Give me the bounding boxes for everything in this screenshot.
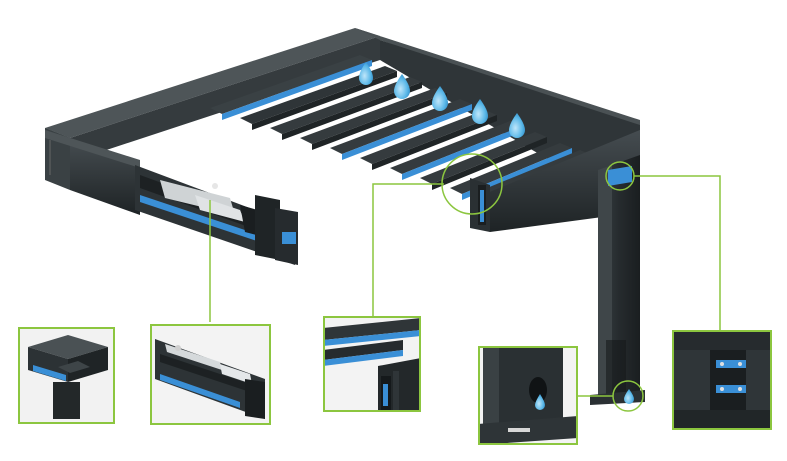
callout-inset-drain-outlet (478, 346, 578, 445)
callout-inset-gutter-profile (323, 316, 421, 412)
drain-outlet-detail (478, 346, 578, 445)
callout-inset-actuator (150, 324, 271, 425)
water-drops (359, 62, 525, 138)
corner-post (590, 155, 645, 405)
front-beam (470, 130, 640, 232)
left-beam (45, 128, 140, 215)
water-drop (472, 99, 488, 124)
water-drop (509, 113, 525, 138)
gutter-profile-detail (323, 316, 421, 412)
water-drop (624, 389, 634, 404)
callout-inset-post-bracket (672, 330, 772, 430)
water-drop (432, 86, 448, 111)
water-drop (394, 74, 410, 99)
actuator-assembly (135, 165, 298, 265)
post-bracket-detail (672, 330, 772, 430)
water-drop (359, 62, 373, 85)
callout-inset-corner-joint (18, 327, 115, 424)
corner-joint-detail (18, 327, 115, 424)
callout-lines (209, 153, 721, 412)
actuator-detail (150, 324, 271, 425)
post-top-joint (608, 166, 632, 186)
water-drop (535, 394, 545, 410)
